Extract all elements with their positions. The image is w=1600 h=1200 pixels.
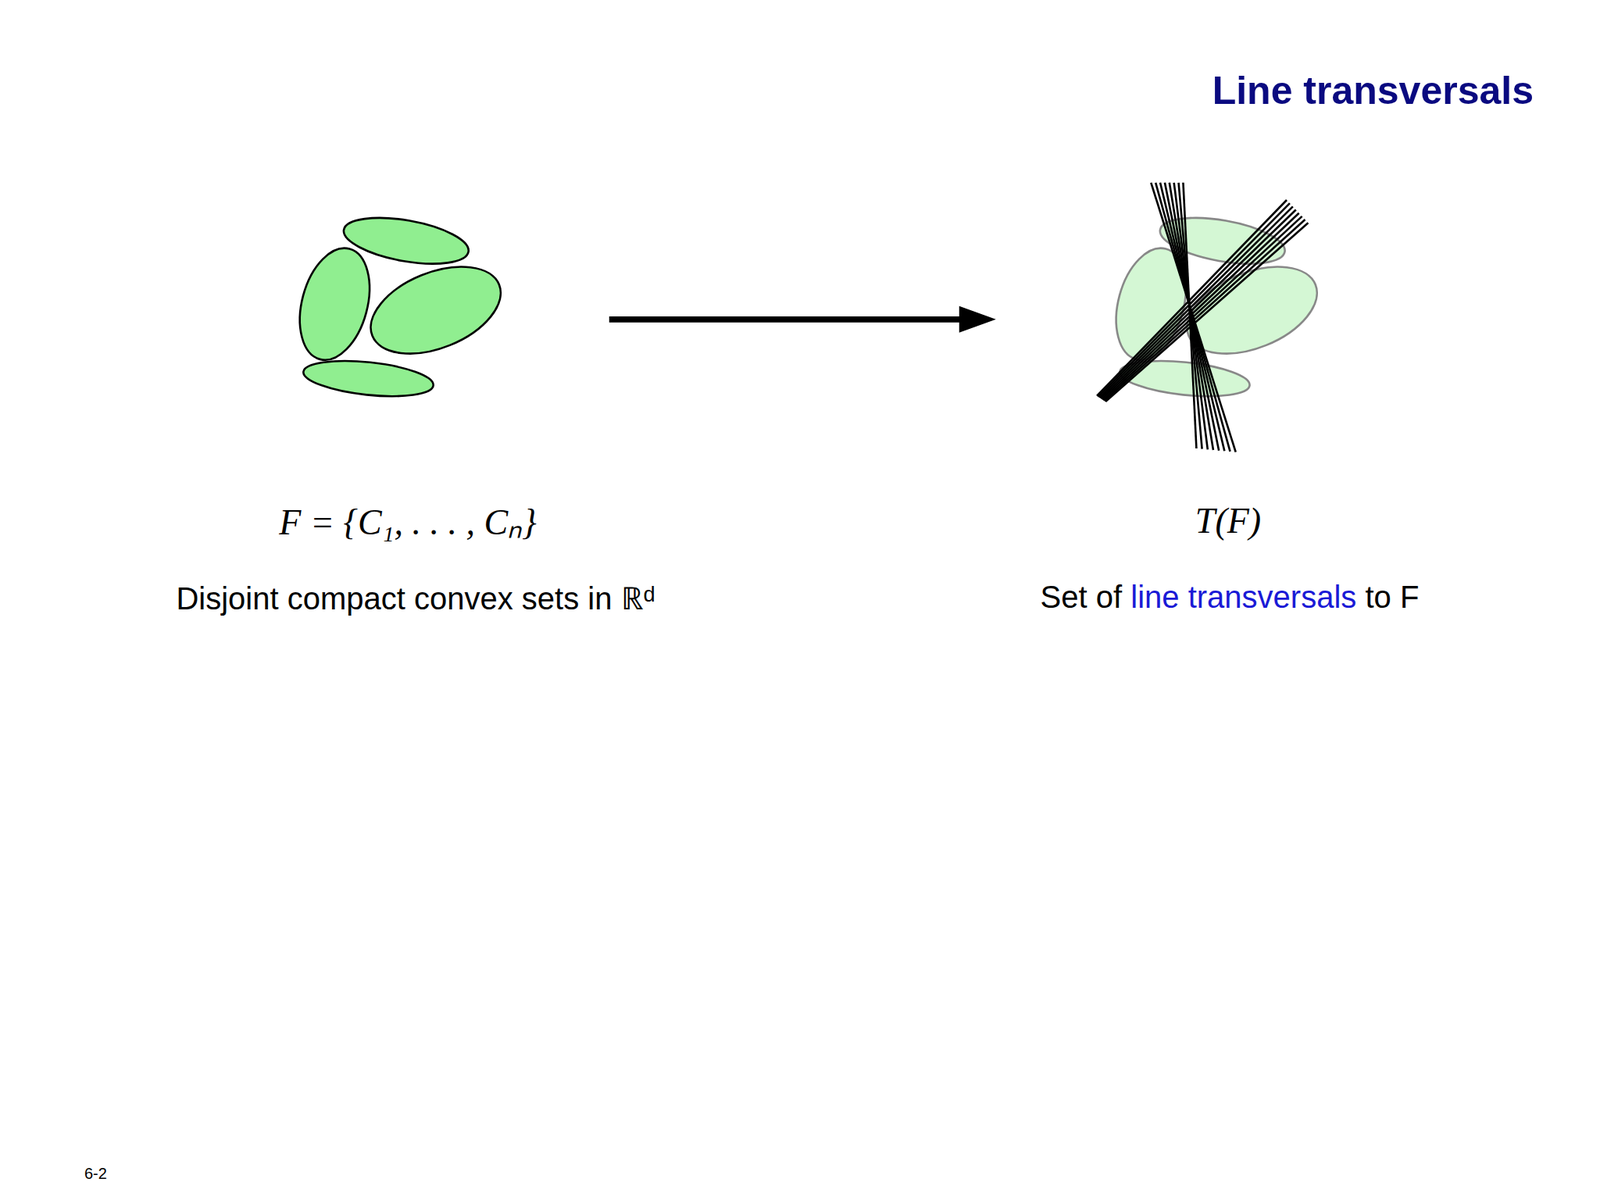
caption-text: Disjoint compact convex sets in ℝᵈ	[175, 575, 655, 619]
transversal-line	[1103, 216, 1303, 400]
convex-sets	[288, 209, 514, 402]
caption-row: Set ofline transversalsto F	[1035, 579, 1424, 615]
transversal-line	[1100, 210, 1297, 399]
convex-set	[301, 355, 436, 402]
transversal-formula: T(F)	[1195, 500, 1261, 542]
transversal-lines	[1096, 182, 1308, 453]
caption-text: Set of	[1040, 579, 1123, 615]
arrow-shaft	[609, 316, 968, 323]
transversal-line	[1101, 213, 1299, 400]
convex-set	[288, 240, 382, 368]
transversal-line	[1099, 206, 1293, 398]
convex-set	[357, 249, 513, 371]
set-family-formula: F = {C₁, . . . , Cₙ}	[278, 496, 536, 545]
transversal-line	[1103, 219, 1305, 401]
transversal-line	[1105, 222, 1308, 402]
caption-text: to F	[1365, 579, 1420, 615]
arrow-head	[959, 306, 997, 333]
transversal-line	[1096, 200, 1287, 397]
slide-number: 6-2	[84, 1164, 108, 1183]
transversal-line	[1098, 203, 1290, 397]
slide-title: Line transversals	[1212, 67, 1534, 114]
transversal-line	[1169, 182, 1214, 450]
faded-convex-sets	[1104, 209, 1330, 402]
highlighted-term: line transversals	[1130, 579, 1357, 615]
